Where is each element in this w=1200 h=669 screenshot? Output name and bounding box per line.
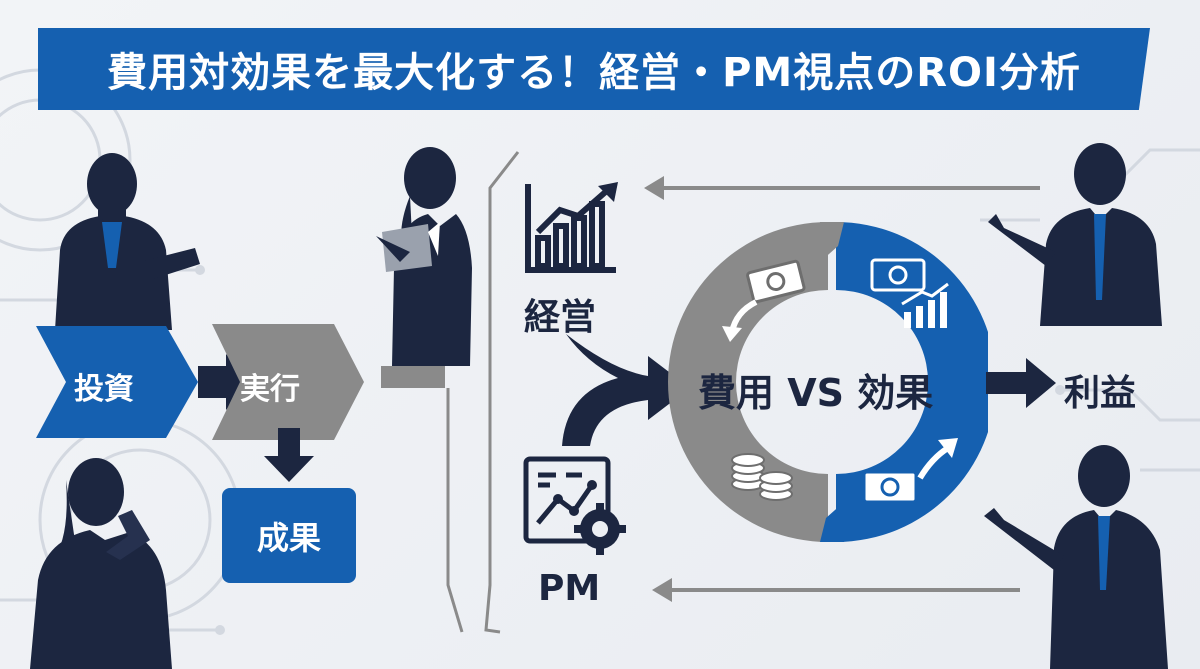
cycle-center-label: 費用 VS 効果 [698, 371, 934, 415]
down-arrow-cost-icon [722, 299, 758, 342]
title-banner: 費用対効果を最大化する！経営・PM視点のROI分析 [38, 28, 1150, 110]
invest-label: 投資 [74, 372, 134, 407]
arrow-execute-to-result [264, 428, 314, 482]
invest-chevron [36, 326, 198, 438]
man-with-tablet-silhouette [55, 153, 200, 330]
growth-chart-icon [901, 282, 949, 328]
bracket-line-inner [446, 388, 464, 633]
man-pointing-top-silhouette [988, 143, 1162, 326]
result-box: 成果 [222, 488, 356, 583]
execute-label: 実行 [240, 372, 300, 407]
up-arrow-effect-icon [917, 438, 958, 480]
bar-chart-up-icon [525, 182, 618, 273]
page-title: 費用対効果を最大化する！経営・PM視点のROI分析 [107, 50, 1081, 96]
management-label: 経営 [524, 297, 597, 338]
output-arrow [986, 358, 1056, 408]
man-pointing-bottom-silhouette [984, 445, 1168, 669]
effect-arc [836, 222, 988, 542]
banknote-icon [746, 259, 806, 304]
banknote-top-icon [870, 258, 926, 292]
cost-effect-cycle [668, 222, 988, 542]
banknote-bottom-icon [862, 470, 918, 504]
profit-label: 利益 [1064, 373, 1137, 414]
execute-connector-bar [381, 366, 445, 388]
cost-arc [668, 222, 828, 542]
pm-chart-gear-icon [523, 456, 626, 555]
result-label: 成果 [256, 518, 321, 557]
pm-label: PM [538, 568, 601, 609]
merge-arrow [562, 334, 690, 446]
execute-chevron [212, 324, 364, 440]
woman-with-tablet-silhouette [376, 147, 472, 366]
coins-icon [731, 453, 793, 501]
woman-thinking-silhouette [30, 458, 172, 669]
bracket-line [484, 151, 520, 634]
